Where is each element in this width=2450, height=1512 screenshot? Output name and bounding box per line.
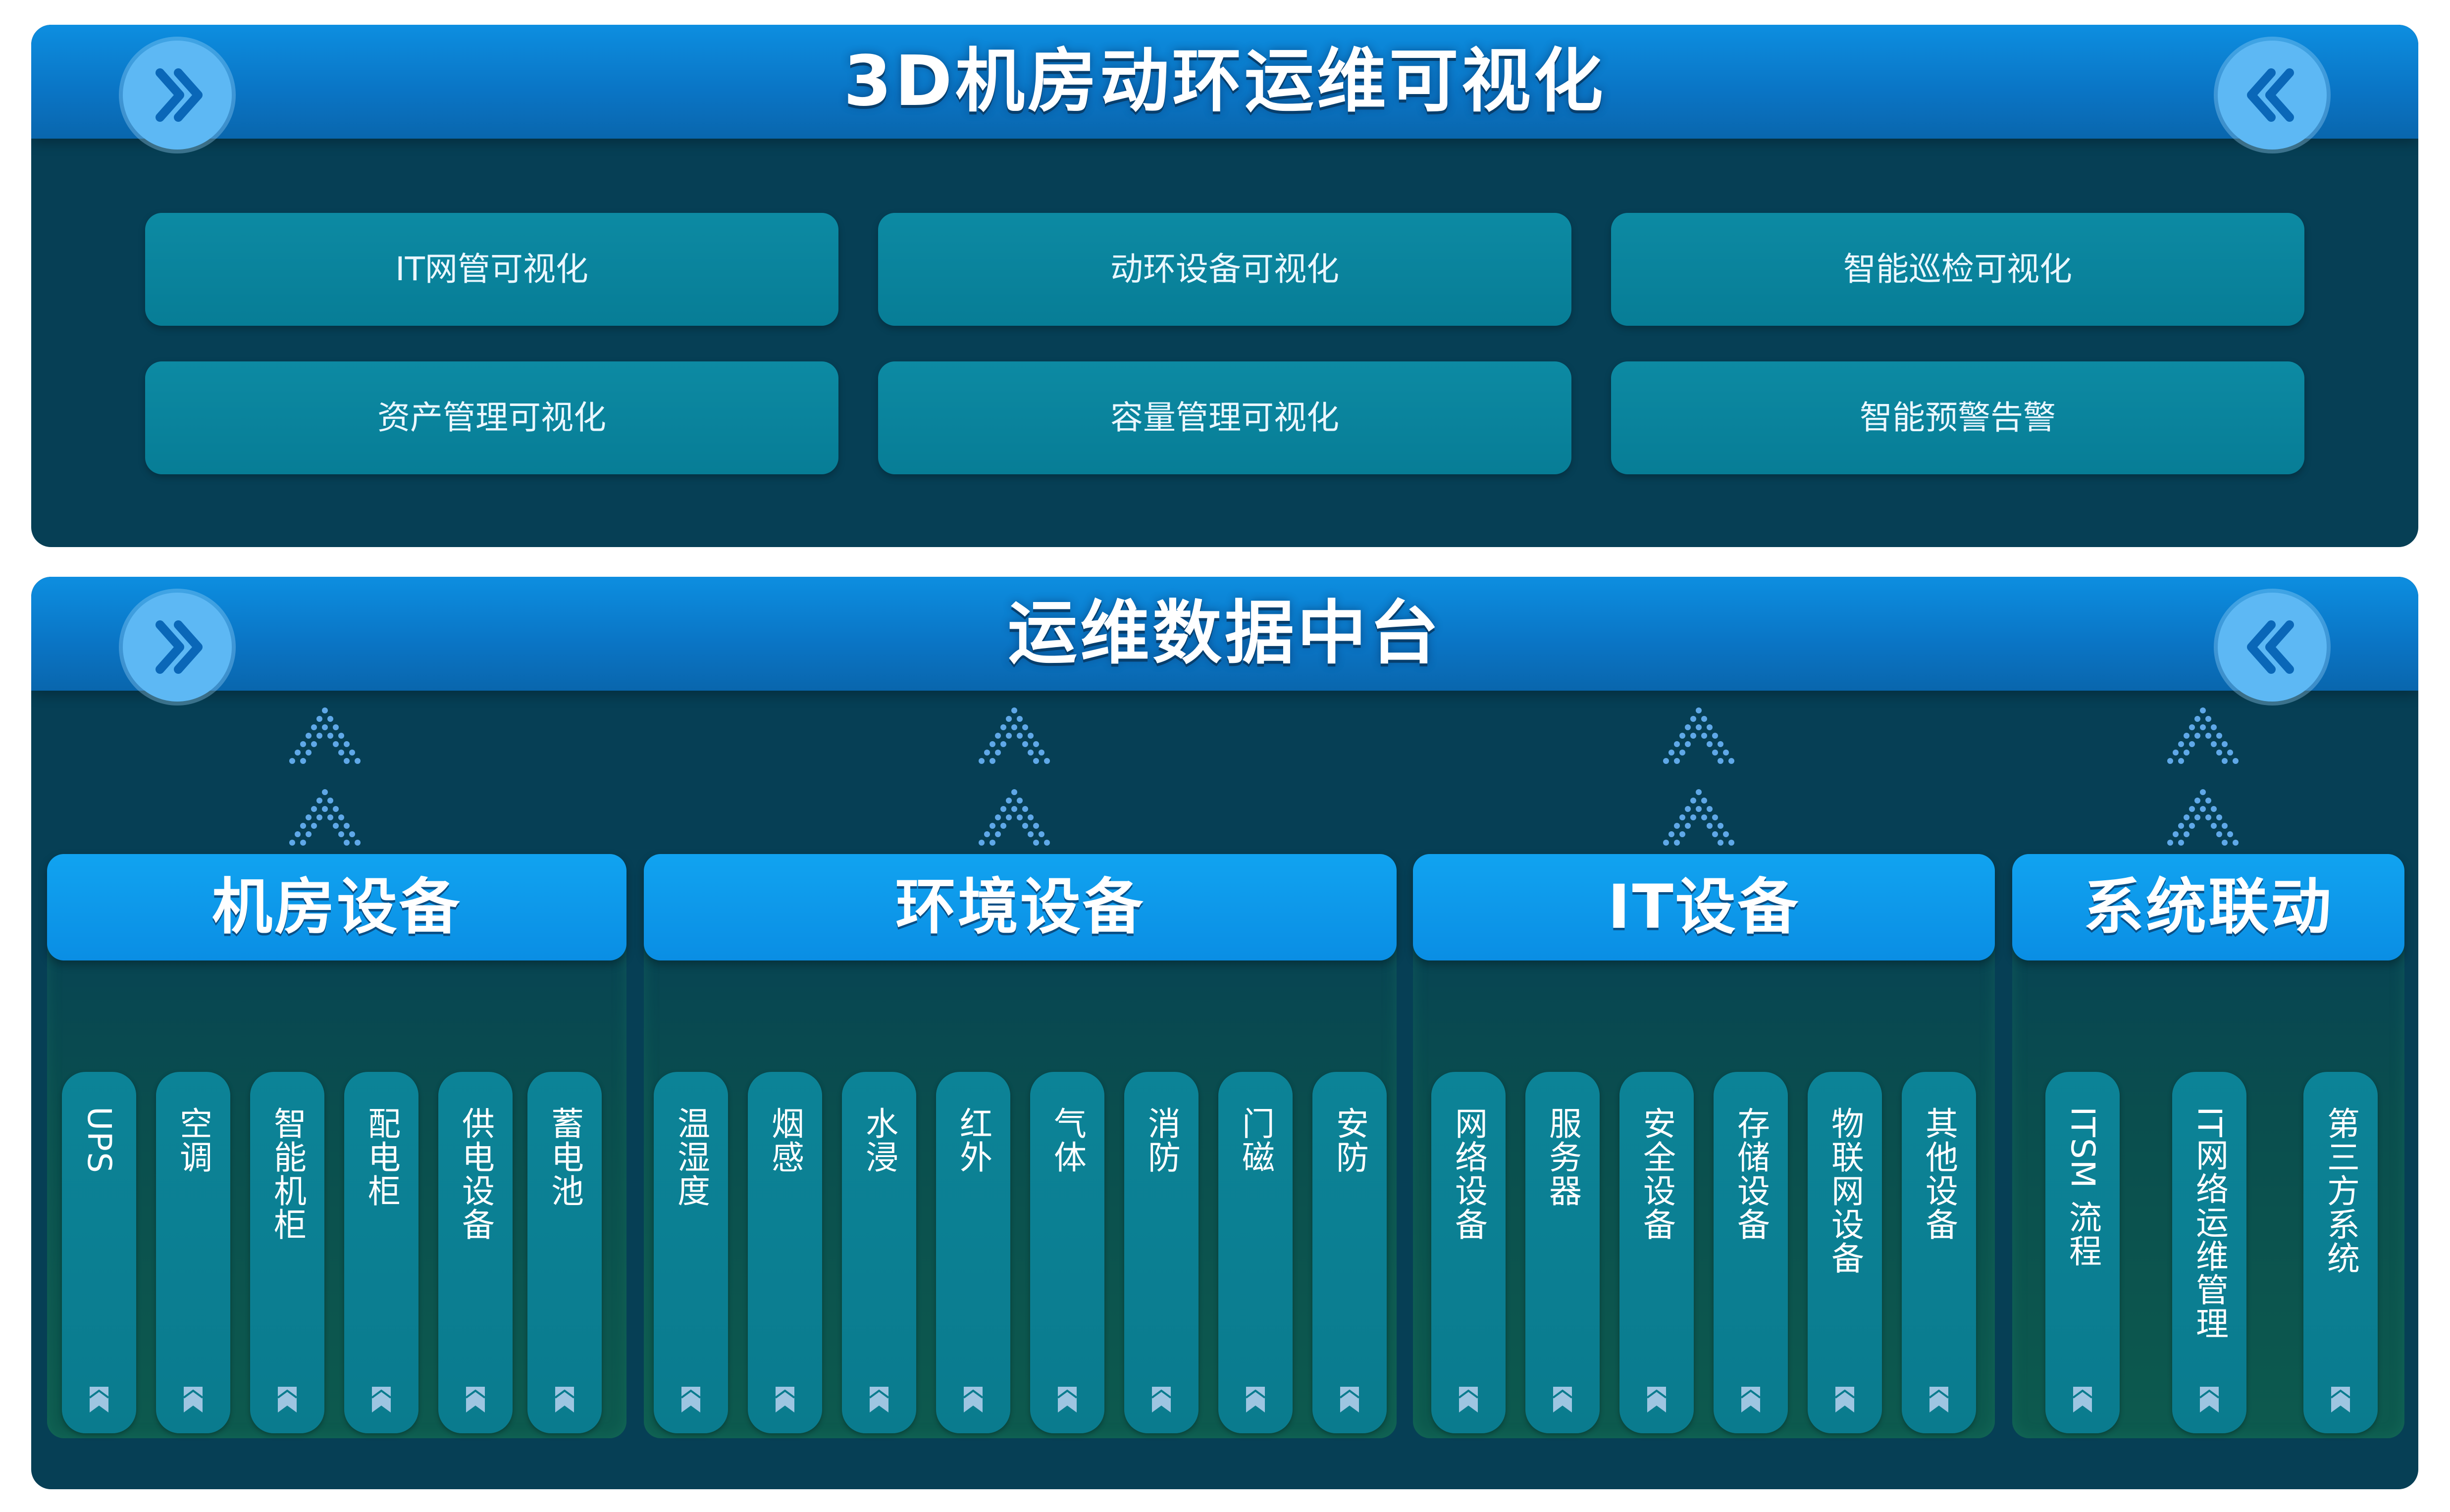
item-label: 第三方系统 <box>2322 1107 2360 1275</box>
item-label: 网络设备 <box>1450 1107 1488 1241</box>
dotted-up-arrow-icon <box>2161 701 2245 849</box>
bookmark-icon <box>1458 1387 1479 1412</box>
item-distribution-cabinet[interactable]: 配电柜 <box>344 1072 418 1433</box>
double-chevron-right-icon <box>123 41 232 150</box>
item-label: 供电设备 <box>457 1107 495 1241</box>
bookmark-icon <box>2330 1387 2351 1412</box>
feature-power-env-button[interactable]: 动环设备可视化 <box>878 213 1571 326</box>
bookmark-icon <box>183 1387 204 1412</box>
item-it-network-ops[interactable]: IT网络运维管理 <box>2172 1072 2246 1433</box>
item-other-device[interactable]: 其他设备 <box>1902 1072 1976 1433</box>
bookmark-icon <box>1339 1387 1360 1412</box>
item-label: 安全设备 <box>1638 1107 1676 1241</box>
item-battery[interactable]: 蓄电池 <box>527 1072 602 1433</box>
top-panel-header <box>31 25 2418 139</box>
item-itsm[interactable]: ITSM 流程 <box>2045 1072 2120 1433</box>
item-label: 水浸 <box>860 1107 898 1174</box>
bookmark-icon <box>1740 1387 1761 1412</box>
item-label: 蓄电池 <box>546 1107 584 1208</box>
bookmark-icon <box>2199 1387 2220 1412</box>
item-infrared[interactable]: 红外 <box>936 1072 1010 1433</box>
bottom-panel-header <box>31 577 2418 691</box>
bookmark-icon <box>2072 1387 2093 1412</box>
item-label: ITSM 流程 <box>2064 1107 2102 1268</box>
bookmark-icon <box>1646 1387 1667 1412</box>
item-label: 温湿度 <box>672 1107 710 1208</box>
item-gas[interactable]: 气体 <box>1030 1072 1104 1433</box>
item-water-leak[interactable]: 水浸 <box>842 1072 916 1433</box>
bookmark-icon <box>1552 1387 1573 1412</box>
double-chevron-left-icon <box>2218 41 2327 150</box>
top-panel-title: 3D机房动环运维可视化 <box>843 41 1606 122</box>
top-panel: 3D机房动环运维可视化 IT网管可视化 动环设备可视化 智能巡检可视化 资产管理… <box>31 25 2418 547</box>
item-air-conditioner[interactable]: 空调 <box>156 1072 230 1433</box>
bookmark-icon <box>680 1387 701 1412</box>
item-label: 安防 <box>1331 1107 1369 1174</box>
item-label: IT网络运维管理 <box>2190 1107 2229 1340</box>
bookmark-icon <box>775 1387 795 1412</box>
item-security-device[interactable]: 安全设备 <box>1619 1072 1694 1433</box>
item-smart-cabinet[interactable]: 智能机柜 <box>250 1072 324 1433</box>
item-server[interactable]: 服务器 <box>1525 1072 1600 1433</box>
bookmark-icon <box>554 1387 575 1412</box>
feature-it-network-button[interactable]: IT网管可视化 <box>145 213 838 326</box>
item-third-party[interactable]: 第三方系统 <box>2303 1072 2378 1433</box>
item-door-sensor[interactable]: 门磁 <box>1218 1072 1293 1433</box>
bookmark-icon <box>89 1387 109 1412</box>
bookmark-icon <box>277 1387 298 1412</box>
bookmark-icon <box>1245 1387 1266 1412</box>
item-label: 物联网设备 <box>1826 1107 1864 1275</box>
bookmark-icon <box>1151 1387 1172 1412</box>
feature-capacity-button[interactable]: 容量管理可视化 <box>878 361 1571 474</box>
item-ups[interactable]: UPS <box>62 1072 136 1433</box>
group-environment-title: 环境设备 <box>644 854 1397 960</box>
item-label: UPS <box>80 1107 118 1174</box>
item-label: 烟感 <box>766 1107 804 1174</box>
item-power-supply[interactable]: 供电设备 <box>438 1072 513 1433</box>
bookmark-icon <box>963 1387 984 1412</box>
item-storage-device[interactable]: 存储设备 <box>1714 1072 1788 1433</box>
dotted-up-arrow-icon <box>972 701 1056 849</box>
bookmark-icon <box>1834 1387 1855 1412</box>
item-fire[interactable]: 消防 <box>1124 1072 1199 1433</box>
item-label: 服务器 <box>1544 1107 1582 1208</box>
double-chevron-left-icon <box>2218 593 2327 702</box>
item-label: 空调 <box>174 1107 212 1174</box>
item-iot-device[interactable]: 物联网设备 <box>1808 1072 1882 1433</box>
feature-asset-button[interactable]: 资产管理可视化 <box>145 361 838 474</box>
item-label: 红外 <box>954 1107 992 1174</box>
item-label: 配电柜 <box>363 1107 401 1208</box>
bookmark-icon <box>1929 1387 1949 1412</box>
bookmark-icon <box>371 1387 392 1412</box>
dotted-up-arrow-icon <box>1657 701 1741 849</box>
double-chevron-right-icon <box>123 593 232 702</box>
feature-inspection-button[interactable]: 智能巡检可视化 <box>1611 213 2304 326</box>
bookmark-icon <box>1057 1387 1078 1412</box>
item-label: 存储设备 <box>1732 1107 1770 1241</box>
item-label: 门磁 <box>1237 1107 1275 1174</box>
feature-alert-button[interactable]: 智能预警告警 <box>1611 361 2304 474</box>
group-system-linkage-title: 系统联动 <box>2012 854 2404 960</box>
item-label: 气体 <box>1048 1107 1087 1174</box>
item-label: 智能机柜 <box>268 1107 307 1241</box>
bookmark-icon <box>869 1387 889 1412</box>
item-temp-humidity[interactable]: 温湿度 <box>654 1072 728 1433</box>
bookmark-icon <box>465 1387 486 1412</box>
bottom-panel-title: 运维数据中台 <box>1007 593 1442 674</box>
item-label: 消防 <box>1143 1107 1181 1174</box>
item-security[interactable]: 安防 <box>1312 1072 1387 1433</box>
item-label: 其他设备 <box>1920 1107 1958 1241</box>
item-network-device[interactable]: 网络设备 <box>1431 1072 1506 1433</box>
group-it-devices: IT设备 <box>1413 854 1995 1438</box>
item-smoke[interactable]: 烟感 <box>748 1072 822 1433</box>
bottom-panel: 运维数据中台 机房设备 环境设备 IT设备 系统联动 UPS 空调 智能机柜 配… <box>31 577 2418 1489</box>
group-machine-room-title: 机房设备 <box>47 854 626 960</box>
group-it-devices-title: IT设备 <box>1413 854 1995 960</box>
dotted-up-arrow-icon <box>283 701 367 849</box>
